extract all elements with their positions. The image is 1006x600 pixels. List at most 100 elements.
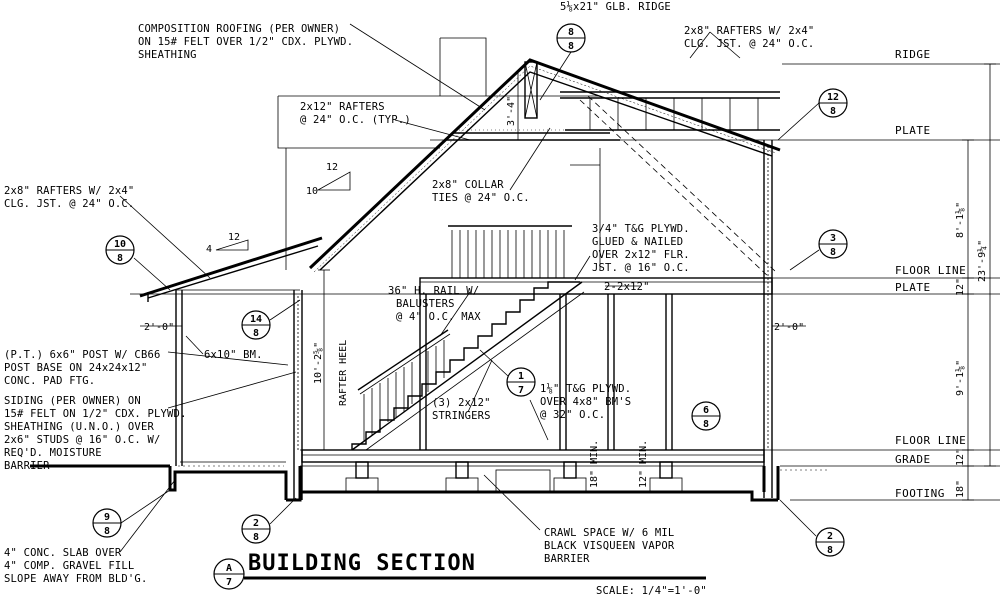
pitch-porch-rise: 4	[206, 244, 212, 255]
detail-ref-bottom: 8	[104, 526, 110, 537]
level-floor-main: FLOOR LINE	[895, 434, 966, 447]
note-handrail-line-2: BALUSTERS	[396, 298, 455, 310]
dim-crawl-min-2: 12" MIN.	[638, 440, 649, 488]
note-rafters-left-line-1: 2x8" RAFTERS W/ 2x4"	[4, 185, 134, 197]
detail-ref-bubble[interactable]: 2 8	[241, 514, 271, 544]
dim-main-plate-height: 9'-1⅛"	[954, 360, 966, 396]
note-floor-main-line-1: 1⅛" T&G PLYWD.	[540, 383, 631, 395]
detail-ref-bubble[interactable]: 10 8	[105, 235, 135, 265]
right-ceiling-joists	[589, 98, 759, 130]
dim-floor-to-grade: 12"	[955, 448, 966, 466]
detail-ref-bottom: 8	[117, 253, 123, 264]
note-rafters-2x12-line-2: @ 24" O.C. (TYP.)	[300, 114, 411, 126]
foundation	[30, 461, 830, 502]
detail-ref-bubble[interactable]: 2 8	[815, 527, 845, 557]
detail-ref-bubble[interactable]: 3 8	[818, 229, 848, 259]
note-floor-upper: 3/4" T&G PLYWD. GLUED & NAILED OVER 2x12…	[592, 223, 690, 274]
detail-ref-bubble[interactable]: 9 8	[92, 508, 122, 538]
note-slab-line-1: 4" CONC. SLAB OVER	[4, 547, 122, 559]
level-lines: RIDGE PLATE FLOOR LINE PLATE FLOOR LINE …	[130, 48, 1000, 501]
level-footing: FOOTING	[895, 487, 945, 500]
note-post-line-3: CONC. PAD FTG.	[4, 375, 95, 387]
note-roofing: COMPOSITION ROOFING (PER OWNER) ON 15# F…	[138, 23, 353, 61]
note-handrail: 36" H. RAIL W/ BALUSTERS @ 4" O.C. MAX	[388, 285, 481, 323]
dim-floor-to-plate: 12"	[955, 278, 966, 296]
detail-ref-bottom: 8	[827, 545, 833, 556]
note-handrail-line-3: @ 4" O.C. MAX	[396, 311, 481, 323]
detail-ref-bottom: 8	[830, 247, 836, 258]
note-floor-main-line-2: OVER 4x8" BM'S	[540, 396, 631, 408]
note-stringers-line-1: (3) 2x12"	[432, 397, 491, 409]
dim-overhang-left: 2'-0"	[144, 322, 174, 333]
detail-ref-bubble[interactable]: 6 8	[691, 401, 721, 431]
note-crawl-line-3: BARRIER	[544, 553, 590, 565]
detail-ref-top: 6	[703, 405, 709, 416]
upper-floor	[419, 277, 773, 295]
note-handrail-line-1: 36" H. RAIL W/	[388, 285, 479, 297]
dim-overall-height: 23'-9¼"	[976, 240, 988, 282]
note-slab-line-3: SLOPE AWAY FROM BLD'G.	[4, 573, 147, 585]
note-post-line-1: (P.T.) 6x6" POST W/ CB66	[4, 349, 161, 361]
note-rafters-right-line-1: 2x8" RAFTERS W/ 2x4"	[684, 25, 814, 37]
interior-dimensions: 10'-2⅝" RAFTER HEEL 3'-4" 2'-0" 2'-0" 18…	[140, 72, 806, 488]
level-plate-upper: PLATE	[895, 124, 931, 137]
note-floor-upper-line-1: 3/4" T&G PLYWD.	[592, 223, 690, 235]
detail-ref-top: 2	[827, 531, 833, 542]
upper-balustrade	[448, 225, 572, 278]
drawing-scale: SCALE: 1/4"=1'-0"	[596, 585, 707, 597]
note-ridge-beam-text: 5⅛x21" GLB. RIDGE	[560, 1, 671, 13]
note-floor-upper-line-3: OVER 2x12" FLR.	[592, 249, 690, 261]
note-rafters-right: 2x8" RAFTERS W/ 2x4" CLG. JST. @ 24" O.C…	[684, 25, 814, 50]
detail-ref-bubble[interactable]: 14 8	[241, 310, 271, 340]
note-siding-line-2: 15# FELT ON 1/2" CDX. PLYWD.	[4, 408, 187, 420]
note-rafters-2x12-line-1: 2x12" RAFTERS	[300, 101, 385, 113]
pitch-porch-run: 12	[228, 232, 240, 243]
note-collar-ties: 2x8" COLLAR TIES @ 24" O.C.	[432, 179, 530, 204]
note-collar-ties-line-2: TIES @ 24" O.C.	[432, 192, 530, 204]
detail-ref-bubble[interactable]: 1 7	[506, 367, 536, 397]
note-slab: 4" CONC. SLAB OVER 4" COMP. GRAVEL FILL …	[4, 547, 147, 585]
note-roofing-line-2: ON 15# FELT OVER 1/2" CDX. PLYWD.	[138, 36, 353, 48]
detail-ref-bubble[interactable]: 12 8	[818, 88, 848, 118]
title-ref-bubble[interactable]: A 7	[213, 558, 245, 590]
pitch-main-rise: 10	[306, 186, 318, 197]
note-siding-line-6: BARRIER	[4, 460, 50, 472]
note-roofing-line-3: SHEATHING	[138, 49, 197, 61]
note-siding-line-3: SHEATHING (U.N.O.) OVER	[4, 421, 154, 433]
detail-ref-top: 9	[104, 512, 110, 523]
pitch-symbol-main: 12 10	[306, 162, 351, 197]
note-siding: SIDING (PER OWNER) ON 15# FELT ON 1/2" C…	[4, 395, 187, 472]
note-collar-ties-line-1: 2x8" COLLAR	[432, 179, 504, 191]
level-ridge: RIDGE	[895, 48, 931, 61]
title-ref-top: A	[226, 563, 232, 574]
note-siding-line-1: SIDING (PER OWNER) ON	[4, 395, 141, 407]
title-ref-bottom: 7	[226, 577, 232, 588]
stair	[351, 281, 585, 451]
leader-lines	[119, 23, 741, 553]
detail-ref-bottom: 8	[568, 41, 574, 52]
detail-ref-bottom: 7	[518, 385, 524, 396]
detail-ref-bubble[interactable]: 8 8	[556, 23, 586, 53]
pitch-symbol-porch: 12 4	[206, 232, 249, 255]
note-crawl-space: CRAWL SPACE W/ 6 MIL BLACK VISQUEEN VAPO…	[544, 527, 675, 565]
detail-ref-top: 8	[568, 27, 574, 38]
drawing-title: BUILDING SECTION	[248, 551, 476, 576]
note-siding-line-4: 2x6" STUDS @ 16" O.C. W/	[4, 434, 161, 446]
main-roof	[308, 58, 781, 273]
dim-footing: 18"	[955, 480, 966, 498]
note-roofing-line-1: COMPOSITION ROOFING (PER OWNER)	[138, 23, 340, 35]
detail-ref-top: 10	[114, 239, 126, 250]
note-siding-line-5: REQ'D. MOISTURE	[4, 447, 102, 459]
dim-overhang-right: 2'-0"	[774, 322, 804, 333]
title-block: A 7 BUILDING SECTION SCALE: 1/4"=1'-0"	[213, 551, 707, 597]
detail-ref-bottom: 8	[703, 419, 709, 430]
note-stringers: (3) 2x12" STRINGERS	[432, 397, 491, 422]
note-stringers-line-2: STRINGERS	[432, 410, 491, 422]
dim-crawl-min-1: 18" MIN.	[589, 440, 600, 488]
bubble-leaders	[120, 51, 820, 537]
detail-ref-top: 2	[253, 518, 259, 529]
note-rafters-left: 2x8" RAFTERS W/ 2x4" CLG. JST. @ 24" O.C…	[4, 185, 134, 210]
detail-ref-top: 1	[518, 371, 524, 382]
level-grade: GRADE	[895, 453, 931, 466]
